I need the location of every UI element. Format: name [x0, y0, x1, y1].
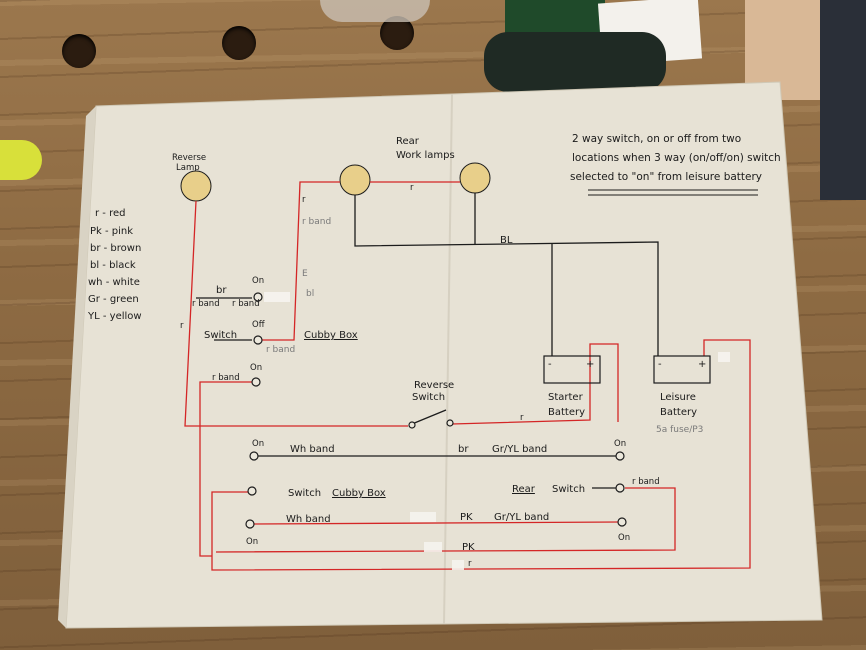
- wire-label: PK: [460, 512, 473, 523]
- wire-label: r: [468, 559, 472, 569]
- green-box: [505, 0, 605, 34]
- wire-label: Wh band: [290, 444, 335, 455]
- on-label: On: [250, 363, 262, 373]
- reverse-lamp-label: Lamp: [176, 163, 200, 173]
- off-label: Off: [252, 320, 266, 330]
- wire-label: Gr/YL band: [492, 444, 547, 455]
- note-line: selected to "on" from leisure battery: [570, 171, 762, 183]
- switch-label: Switch: [204, 330, 237, 341]
- battery-negative: -: [658, 359, 662, 370]
- wire-label: r: [410, 183, 414, 193]
- wire-label: BL: [500, 235, 513, 246]
- battery-positive: +: [698, 359, 706, 370]
- note-line: locations when 3 way (on/off/on) switch: [572, 152, 781, 164]
- paper-edge: [58, 106, 96, 628]
- legend-entry: r - red: [95, 208, 125, 219]
- wire-label: r: [302, 195, 306, 205]
- starter-battery-label: Starter: [548, 392, 584, 403]
- wire-label: PK: [462, 542, 475, 553]
- wire-label: br: [458, 444, 469, 455]
- legend-entry: br - brown: [90, 243, 141, 254]
- wire-label: r band: [266, 345, 295, 355]
- leisure-battery-label: Battery: [660, 407, 697, 418]
- battery-negative: -: [548, 359, 552, 370]
- colour-legend: r - red Pk - pink br - brown bl - black …: [87, 208, 142, 322]
- black-wires: [196, 193, 659, 489]
- wire-label: Gr/YL band: [494, 512, 549, 523]
- wire-label: r band: [302, 217, 331, 227]
- yellow-marker: [0, 140, 42, 180]
- bench-hole: [62, 34, 96, 68]
- red-wires: [184, 181, 751, 571]
- leisure-battery-label: Leisure: [660, 392, 696, 403]
- wire-label: r band: [192, 299, 220, 309]
- legend-entry: YL - yellow: [87, 311, 142, 322]
- legend-entry: wh - white: [88, 277, 140, 288]
- rear-work-lamps: Rear Work lamps: [339, 136, 491, 196]
- cubby-box-label: Cubby Box: [332, 488, 386, 499]
- reverse-switch-label: Reverse: [414, 380, 454, 391]
- starter-battery-label: Battery: [548, 407, 585, 418]
- on-label: On: [618, 533, 630, 543]
- on-label: On: [252, 439, 264, 449]
- lamp-icon: [180, 170, 212, 202]
- on-label: On: [614, 439, 626, 449]
- legend-entry: bl - black: [90, 260, 136, 271]
- on-label: On: [252, 276, 264, 286]
- reverse-switch-label: Switch: [412, 392, 445, 403]
- dark-cloth: [484, 32, 666, 92]
- cup-base: [320, 0, 430, 22]
- wire-label: r: [180, 321, 184, 331]
- fuse-label: 5a fuse/P3: [656, 425, 703, 435]
- lamp-icon: [459, 162, 491, 194]
- wire-label: r band: [232, 299, 260, 309]
- terminals: [245, 292, 627, 529]
- cubby-box-label: Cubby Box: [304, 330, 358, 341]
- lamp-icon: [339, 164, 371, 196]
- tape-patches: [264, 292, 730, 570]
- bench-hole: [222, 26, 256, 60]
- legend-entry: Gr - green: [88, 294, 139, 305]
- switch-note: 2 way switch, on or off from two locatio…: [570, 133, 781, 196]
- rear-work-lamps-label: Rear: [396, 136, 420, 147]
- wire-label: Wh band: [286, 514, 331, 525]
- wire-label: r band: [212, 373, 240, 383]
- switch-label: Switch: [552, 484, 585, 495]
- reverse-lamp: Reverse Lamp: [172, 153, 212, 202]
- rear-work-lamps-label: Work lamps: [396, 150, 455, 161]
- wire-label: bl: [306, 289, 314, 299]
- rear-label: Rear: [512, 484, 536, 495]
- leisure-battery: - + Leisure Battery 5a fuse/P3: [653, 355, 711, 435]
- starter-battery: - + Starter Battery: [543, 355, 601, 418]
- wire-label: br: [216, 285, 227, 296]
- reverse-lamp-label: Reverse: [172, 153, 206, 163]
- legend-entry: Pk - pink: [90, 226, 133, 237]
- wire-label: E: [302, 269, 308, 279]
- note-line: 2 way switch, on or off from two: [572, 133, 741, 145]
- tool-right: [820, 0, 866, 200]
- wire-labels: r r band E bl r BL r br r band r band On…: [180, 183, 660, 569]
- on-label: On: [246, 537, 258, 547]
- battery-positive: +: [586, 359, 594, 370]
- wire-label: r band: [632, 477, 660, 487]
- switch-label: Switch: [288, 488, 321, 499]
- wire-label: r: [520, 413, 524, 423]
